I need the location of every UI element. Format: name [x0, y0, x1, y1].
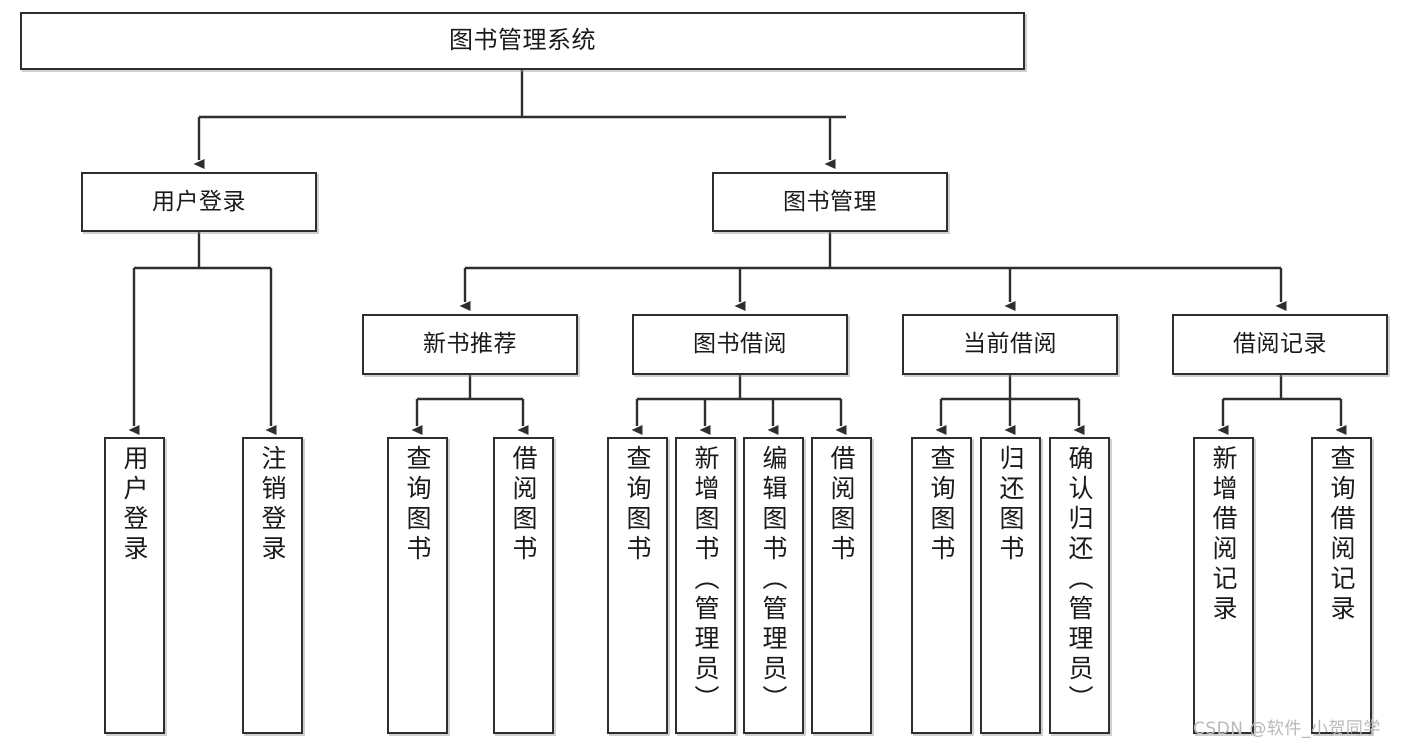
node-new-book-recommend[interactable]: 新书推荐	[362, 314, 578, 375]
node-book-borrow[interactable]: 图书借阅	[632, 314, 848, 375]
node-borrow-record-label: 借阅记录	[1233, 331, 1327, 358]
leaf-br-add-record-label: 新增借阅记录	[1209, 445, 1238, 625]
leaf-cb-confirm-return[interactable]: 确认归还（管理员）	[1049, 437, 1110, 734]
leaf-br-query-record[interactable]: 查询借阅记录	[1311, 437, 1372, 734]
leaf-bb-add-book-label: 新增图书（管理员）	[691, 445, 720, 715]
node-book-borrow-label: 图书借阅	[693, 331, 787, 358]
leaf-cb-return-book[interactable]: 归还图书	[980, 437, 1041, 734]
leaf-br-add-record[interactable]: 新增借阅记录	[1193, 437, 1254, 734]
node-book-manage-label: 图书管理	[783, 188, 877, 215]
node-root-label: 图书管理系统	[449, 26, 596, 55]
leaf-bb-query-book[interactable]: 查询图书	[607, 437, 668, 734]
leaf-logout-label: 注销登录	[258, 445, 287, 565]
leaf-nb-query-book-label: 查询图书	[403, 445, 432, 565]
leaf-user-login-label: 用户登录	[120, 445, 149, 565]
leaf-nb-borrow-book[interactable]: 借阅图书	[493, 437, 554, 734]
leaf-cb-query-book[interactable]: 查询图书	[911, 437, 972, 734]
leaf-logout[interactable]: 注销登录	[242, 437, 303, 734]
leaf-bb-borrow-book[interactable]: 借阅图书	[811, 437, 872, 734]
node-user-login[interactable]: 用户登录	[81, 172, 317, 232]
leaf-bb-add-book[interactable]: 新增图书（管理员）	[675, 437, 736, 734]
leaf-bb-edit-book[interactable]: 编辑图书（管理员）	[743, 437, 804, 734]
leaf-cb-return-book-label: 归还图书	[996, 445, 1025, 565]
csdn-watermark: CSDN @软件_小贺同学	[1193, 719, 1381, 739]
node-book-manage[interactable]: 图书管理	[712, 172, 948, 232]
node-root[interactable]: 图书管理系统	[20, 12, 1025, 70]
node-user-login-label: 用户登录	[152, 188, 246, 215]
leaf-br-query-record-label: 查询借阅记录	[1327, 445, 1356, 625]
leaf-nb-borrow-book-label: 借阅图书	[509, 445, 538, 565]
node-current-borrow[interactable]: 当前借阅	[902, 314, 1118, 375]
leaf-nb-query-book[interactable]: 查询图书	[387, 437, 448, 734]
node-current-borrow-label: 当前借阅	[963, 331, 1057, 358]
leaf-user-login[interactable]: 用户登录	[104, 437, 165, 734]
leaf-bb-borrow-book-label: 借阅图书	[827, 445, 856, 565]
leaf-bb-query-book-label: 查询图书	[623, 445, 652, 565]
leaf-cb-confirm-return-label: 确认归还（管理员）	[1065, 445, 1094, 715]
leaf-cb-query-book-label: 查询图书	[927, 445, 956, 565]
node-borrow-record[interactable]: 借阅记录	[1172, 314, 1388, 375]
leaf-bb-edit-book-label: 编辑图书（管理员）	[759, 445, 788, 715]
node-new-book-recommend-label: 新书推荐	[423, 331, 517, 358]
